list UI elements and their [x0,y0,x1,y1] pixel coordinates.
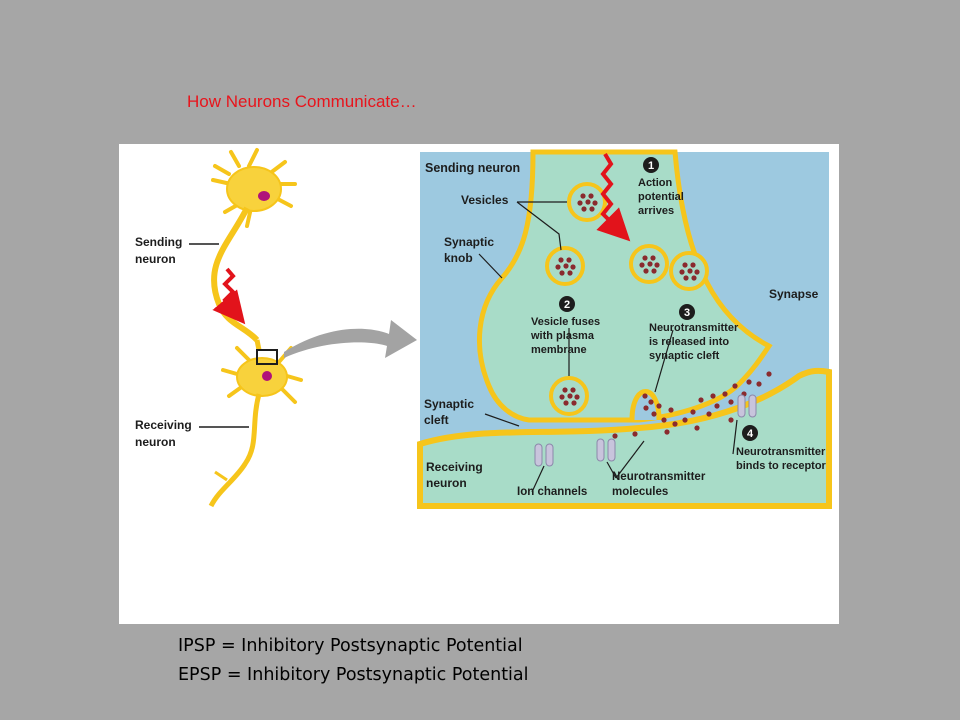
synaptic-cleft-label-1: Synaptic [424,397,474,411]
sending-neuron-label-2: neuron [135,252,176,266]
synapse-label: Synapse [769,287,819,301]
step-3: 3 Neurotransmitter is released into syna… [649,304,739,362]
step-4: 4 Neurotransmitter binds to receptor [736,425,827,472]
synaptic-cleft-label-2: cleft [424,413,449,427]
neurotransmitter-molecules-label-1: Neurotransmitter [612,471,706,483]
receiving-neuron-label-2: neuron [135,435,176,449]
zoom-box [256,349,278,365]
ion-channels-label: Ion channels [517,486,587,498]
step-4-line-1: Neurotransmitter [736,446,826,458]
synaptic-knob-label-2: knob [444,251,473,265]
vesicles [545,182,709,416]
step-2-line-2: with plasma [530,330,595,342]
neurotransmitter-molecules-label-2: molecules [612,486,668,498]
neurotransmitter-molecules [612,371,772,439]
epsp-definition: EPSP = Inhibitory Postsynaptic Potential [178,665,529,685]
step-1-line-1: Action [638,177,673,189]
slide-title: How Neurons Communicate… [187,92,417,111]
step-3-line-2: is released into [649,336,729,348]
step-3-line-3: synaptic cleft [649,350,720,362]
step-2-line-3: membrane [531,344,587,356]
synapse-detail: Sending neuron Vesicles Synaptic knob Sy… [417,149,832,509]
vesicles-label: Vesicles [461,193,509,207]
zoom-arrow [284,320,417,358]
neuron-figure: Sending neuron Receiving neuron [119,144,839,624]
step-4-line-2: binds to receptor [736,460,827,472]
ion-channels [534,394,757,467]
step-4-number: 4 [747,428,754,440]
sending-neuron-label-1: Sending [135,235,182,249]
step-2-line-1: Vesicle fuses [531,316,600,328]
slide-notes: IPSP = Inhibitory Postsynaptic Potential… [178,632,529,690]
step-2: 2 Vesicle fuses with plasma membrane [530,296,600,356]
step-1-line-2: potential [638,191,684,203]
action-potential-arrow [596,152,631,242]
receiving-neuron-label-1: Receiving [135,418,192,432]
step-1: 1 Action potential arrives [638,157,684,217]
step-3-number: 3 [684,307,690,319]
overview-neurons: Sending neuron Receiving neuron [135,148,303,508]
ipsp-definition: IPSP = Inhibitory Postsynaptic Potential [178,636,523,656]
sending-neuron-cell [211,148,297,343]
receiving-neuron-membrane [417,367,832,509]
step-1-number: 1 [648,160,654,172]
step-1-line-3: arrives [638,205,674,217]
step-3-line-1: Neurotransmitter [649,322,739,334]
overview-signal-arrow [212,267,246,325]
receiving-neuron-title-1: Receiving [426,460,483,474]
sending-neuron-title: Sending neuron [425,161,520,175]
receiving-neuron-title-2: neuron [426,476,467,490]
step-2-number: 2 [564,299,570,311]
receiving-neuron-cell [208,346,303,508]
synaptic-knob-label-1: Synaptic [444,235,494,249]
